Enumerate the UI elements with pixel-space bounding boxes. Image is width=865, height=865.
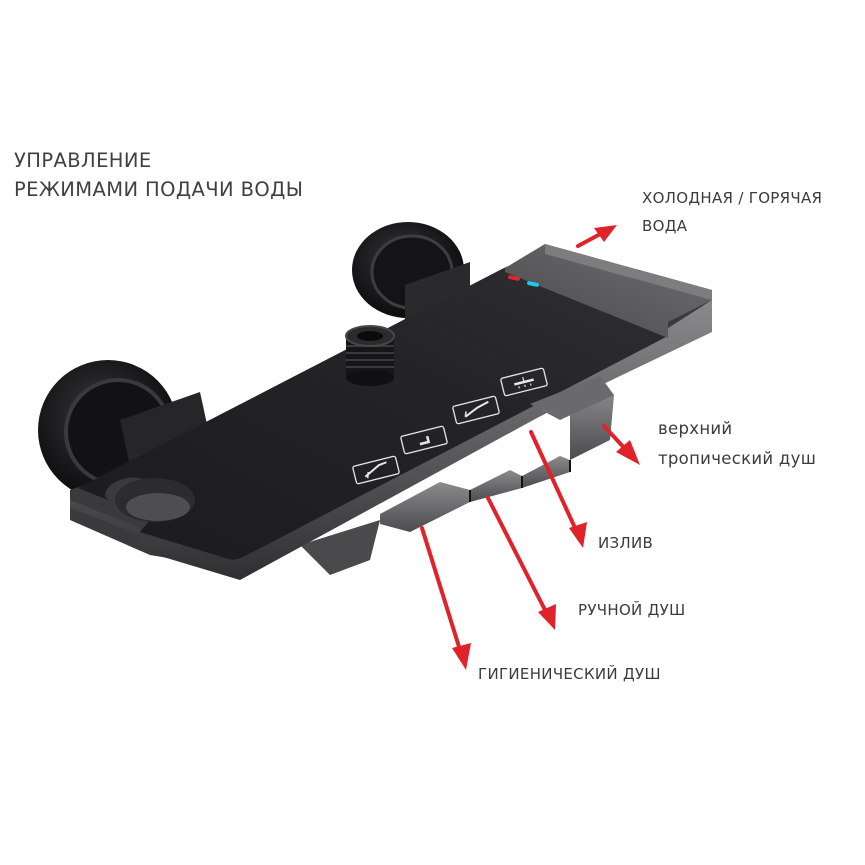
annotation-water-temp: ХОЛОДНАЯ / ГОРЯЧАЯ ВОДА <box>642 184 822 240</box>
arrow-hygienic-shower <box>420 526 471 670</box>
annotation-hygienic-shower: ГИГИЕНИЧЕСКИЙ ДУШ <box>478 665 661 683</box>
annotation-rain-shower: верхний тропический душ <box>658 414 816 474</box>
mode-icons <box>352 367 548 485</box>
annotation-rain-shower-line-1: верхний <box>658 419 733 438</box>
cold-indicator <box>527 281 539 287</box>
hygienic-shower-icon[interactable] <box>352 455 400 485</box>
push-buttons <box>380 376 614 532</box>
arrow-hand-shower <box>486 496 556 630</box>
hot-indicator <box>508 275 520 281</box>
annotation-arrows <box>420 225 640 670</box>
arrow-water-temp <box>576 225 617 248</box>
wall-mount-right <box>352 222 470 322</box>
annotation-rain-shower-line-2: тропический душ <box>658 449 817 468</box>
page-title: УПРАВЛЕНИЕ РЕЖИМАМИ ПОДАЧИ ВОДЫ <box>14 146 303 204</box>
end-cap <box>505 244 712 338</box>
hand-shower-icon[interactable] <box>452 395 500 425</box>
title-line-1: УПРАВЛЕНИЕ <box>14 149 152 172</box>
title-line-2: РЕЖИМАМИ ПОДАЧИ ВОДЫ <box>14 178 304 201</box>
arrow-rain-shower <box>602 424 640 465</box>
threaded-outlet <box>345 325 395 386</box>
annotation-hand-shower: РУЧНОЙ ДУШ <box>578 601 686 619</box>
spout-icon[interactable] <box>400 425 448 455</box>
rain-shower-icon[interactable] <box>500 367 548 397</box>
top-plate <box>78 262 668 560</box>
arrow-spout <box>529 430 587 548</box>
annotation-water-temp-line-1: ХОЛОДНАЯ / ГОРЯЧАЯ <box>642 189 823 207</box>
annotation-spout: ИЗЛИВ <box>598 534 654 552</box>
annotation-water-temp-line-2: ВОДА <box>642 217 688 235</box>
